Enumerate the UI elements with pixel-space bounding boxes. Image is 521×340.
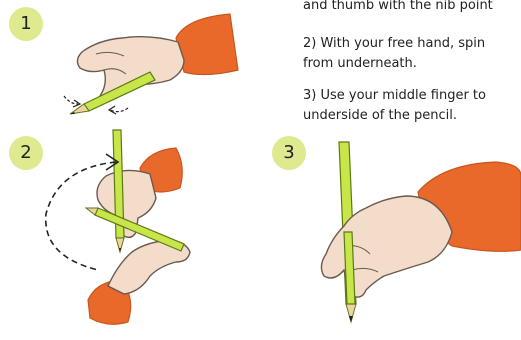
step-3-figure — [321, 142, 521, 322]
step-1-figure — [64, 14, 238, 114]
step-1-badge: 1 — [9, 7, 43, 41]
step-2-badge: 2 — [9, 136, 43, 170]
step-2-figure — [46, 130, 190, 324]
step-3-badge: 3 — [272, 136, 306, 170]
